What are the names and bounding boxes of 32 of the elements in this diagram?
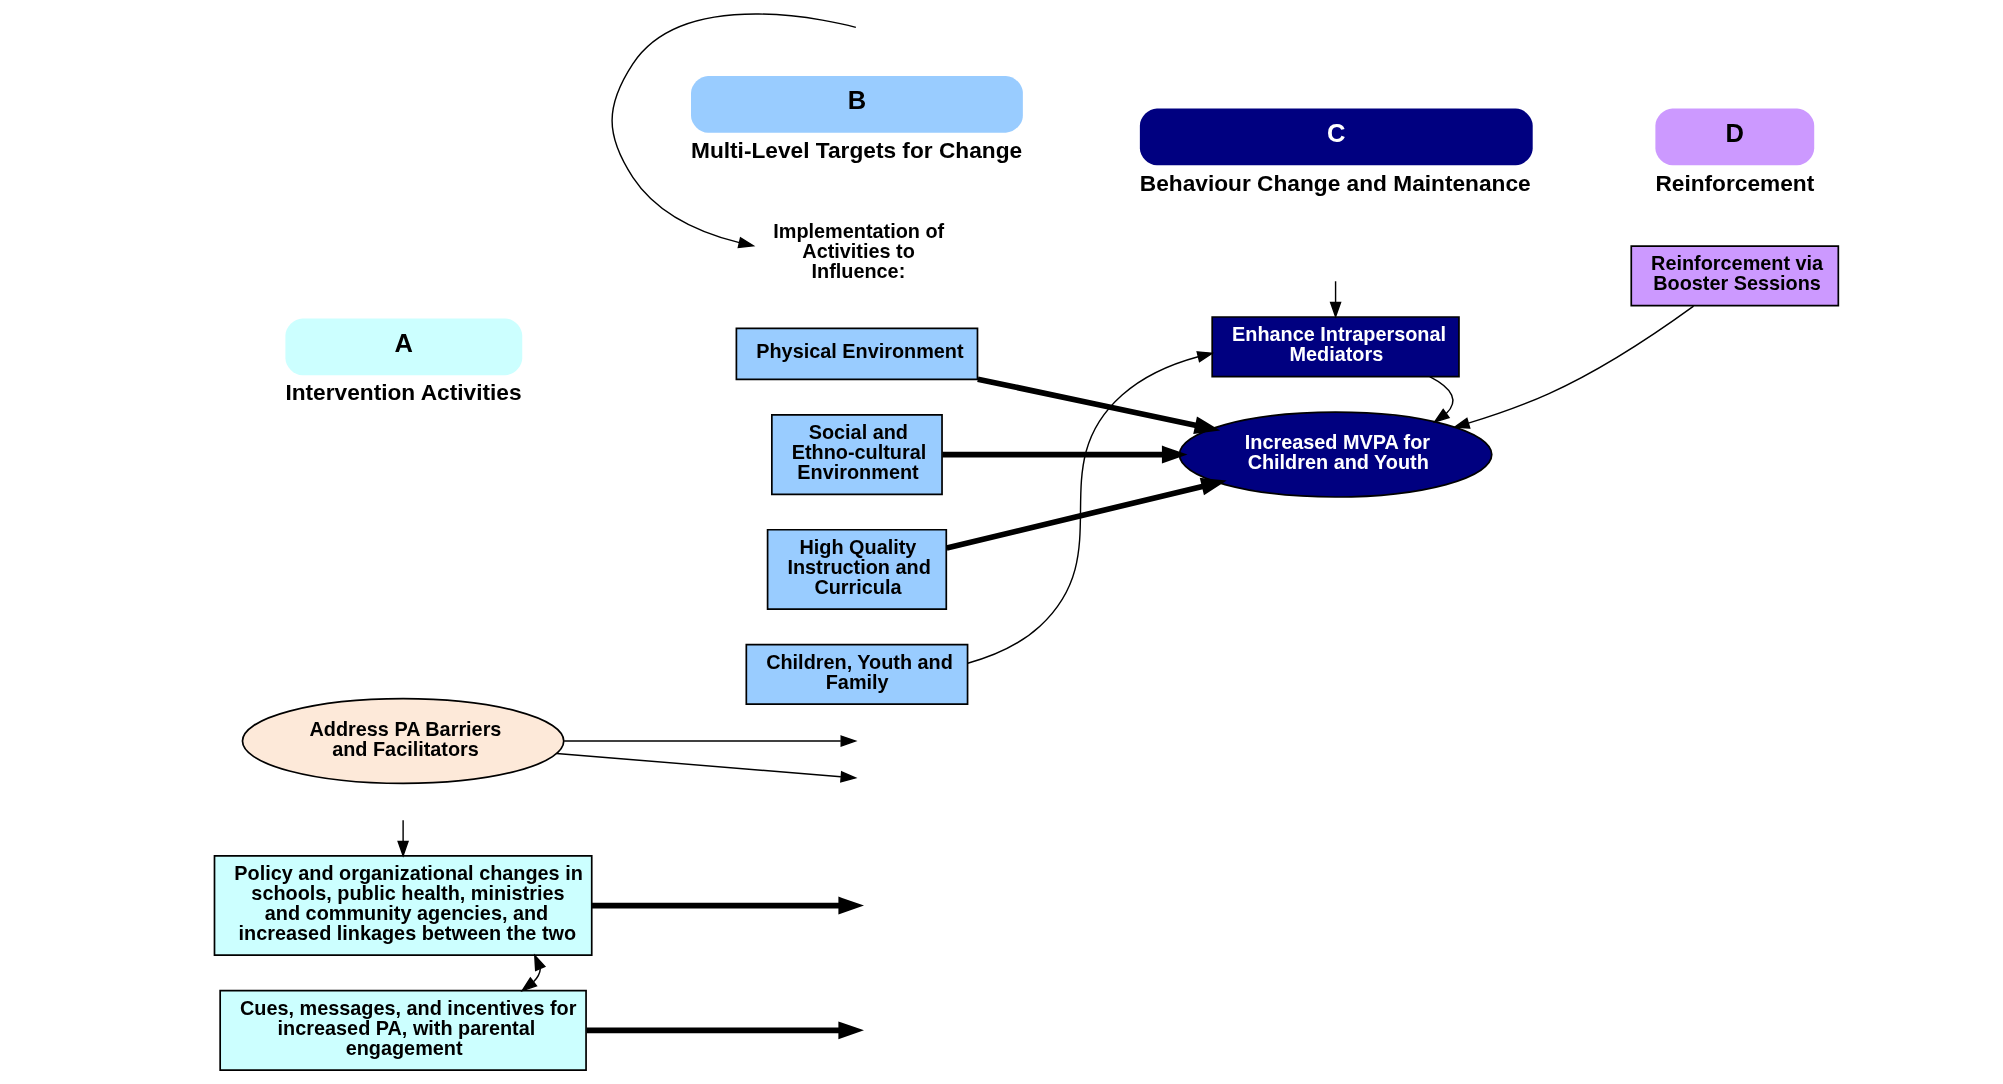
arrow <box>1429 376 1454 424</box>
node-box: A <box>285 318 523 376</box>
arrow <box>520 953 547 992</box>
arrow <box>1452 305 1695 429</box>
arrow <box>397 819 410 858</box>
node-box: B <box>691 75 1023 133</box>
node-box: Reinforcement via Booster Sessions <box>1630 245 1840 307</box>
arrow <box>563 735 858 747</box>
arrow <box>942 445 1188 464</box>
arrow <box>611 13 857 249</box>
node-label: Multi-Level Targets for Change <box>691 136 1023 163</box>
node-box: D <box>1655 108 1815 166</box>
node-ellipse: Address PA Barriers and Facilitators <box>241 697 565 785</box>
node-box: Children, Youth and Family <box>745 643 969 706</box>
node-box: Cues, messages, and incentives for increased PA, with parental engagement <box>219 989 587 1071</box>
arrow <box>946 477 1227 551</box>
node-label: Reinforcement <box>1655 169 1815 196</box>
node-box: Policy and organizational changes in schools, public health, ministries and community agencies, and increased linkages between the two <box>213 855 593 957</box>
arrow <box>591 896 864 915</box>
node-text: Implementation of Activities to Influence: <box>773 219 945 282</box>
arrow <box>967 351 1215 664</box>
node-box: Physical Environment <box>735 327 979 381</box>
node-box: Social and Ethno-cultural Environment <box>771 414 943 496</box>
node-label: Intervention Activities <box>285 379 522 406</box>
node-box: High Quality Instruction and Curricula <box>766 528 948 610</box>
node-label: Behaviour Change and Maintenance <box>1139 169 1531 196</box>
node-box: Enhance Intrapersonal Mediators <box>1211 316 1460 378</box>
arrow <box>977 376 1221 434</box>
arrow <box>1329 280 1342 319</box>
arrow <box>555 752 858 783</box>
node-box: C <box>1139 108 1533 166</box>
arrow <box>586 1021 864 1040</box>
